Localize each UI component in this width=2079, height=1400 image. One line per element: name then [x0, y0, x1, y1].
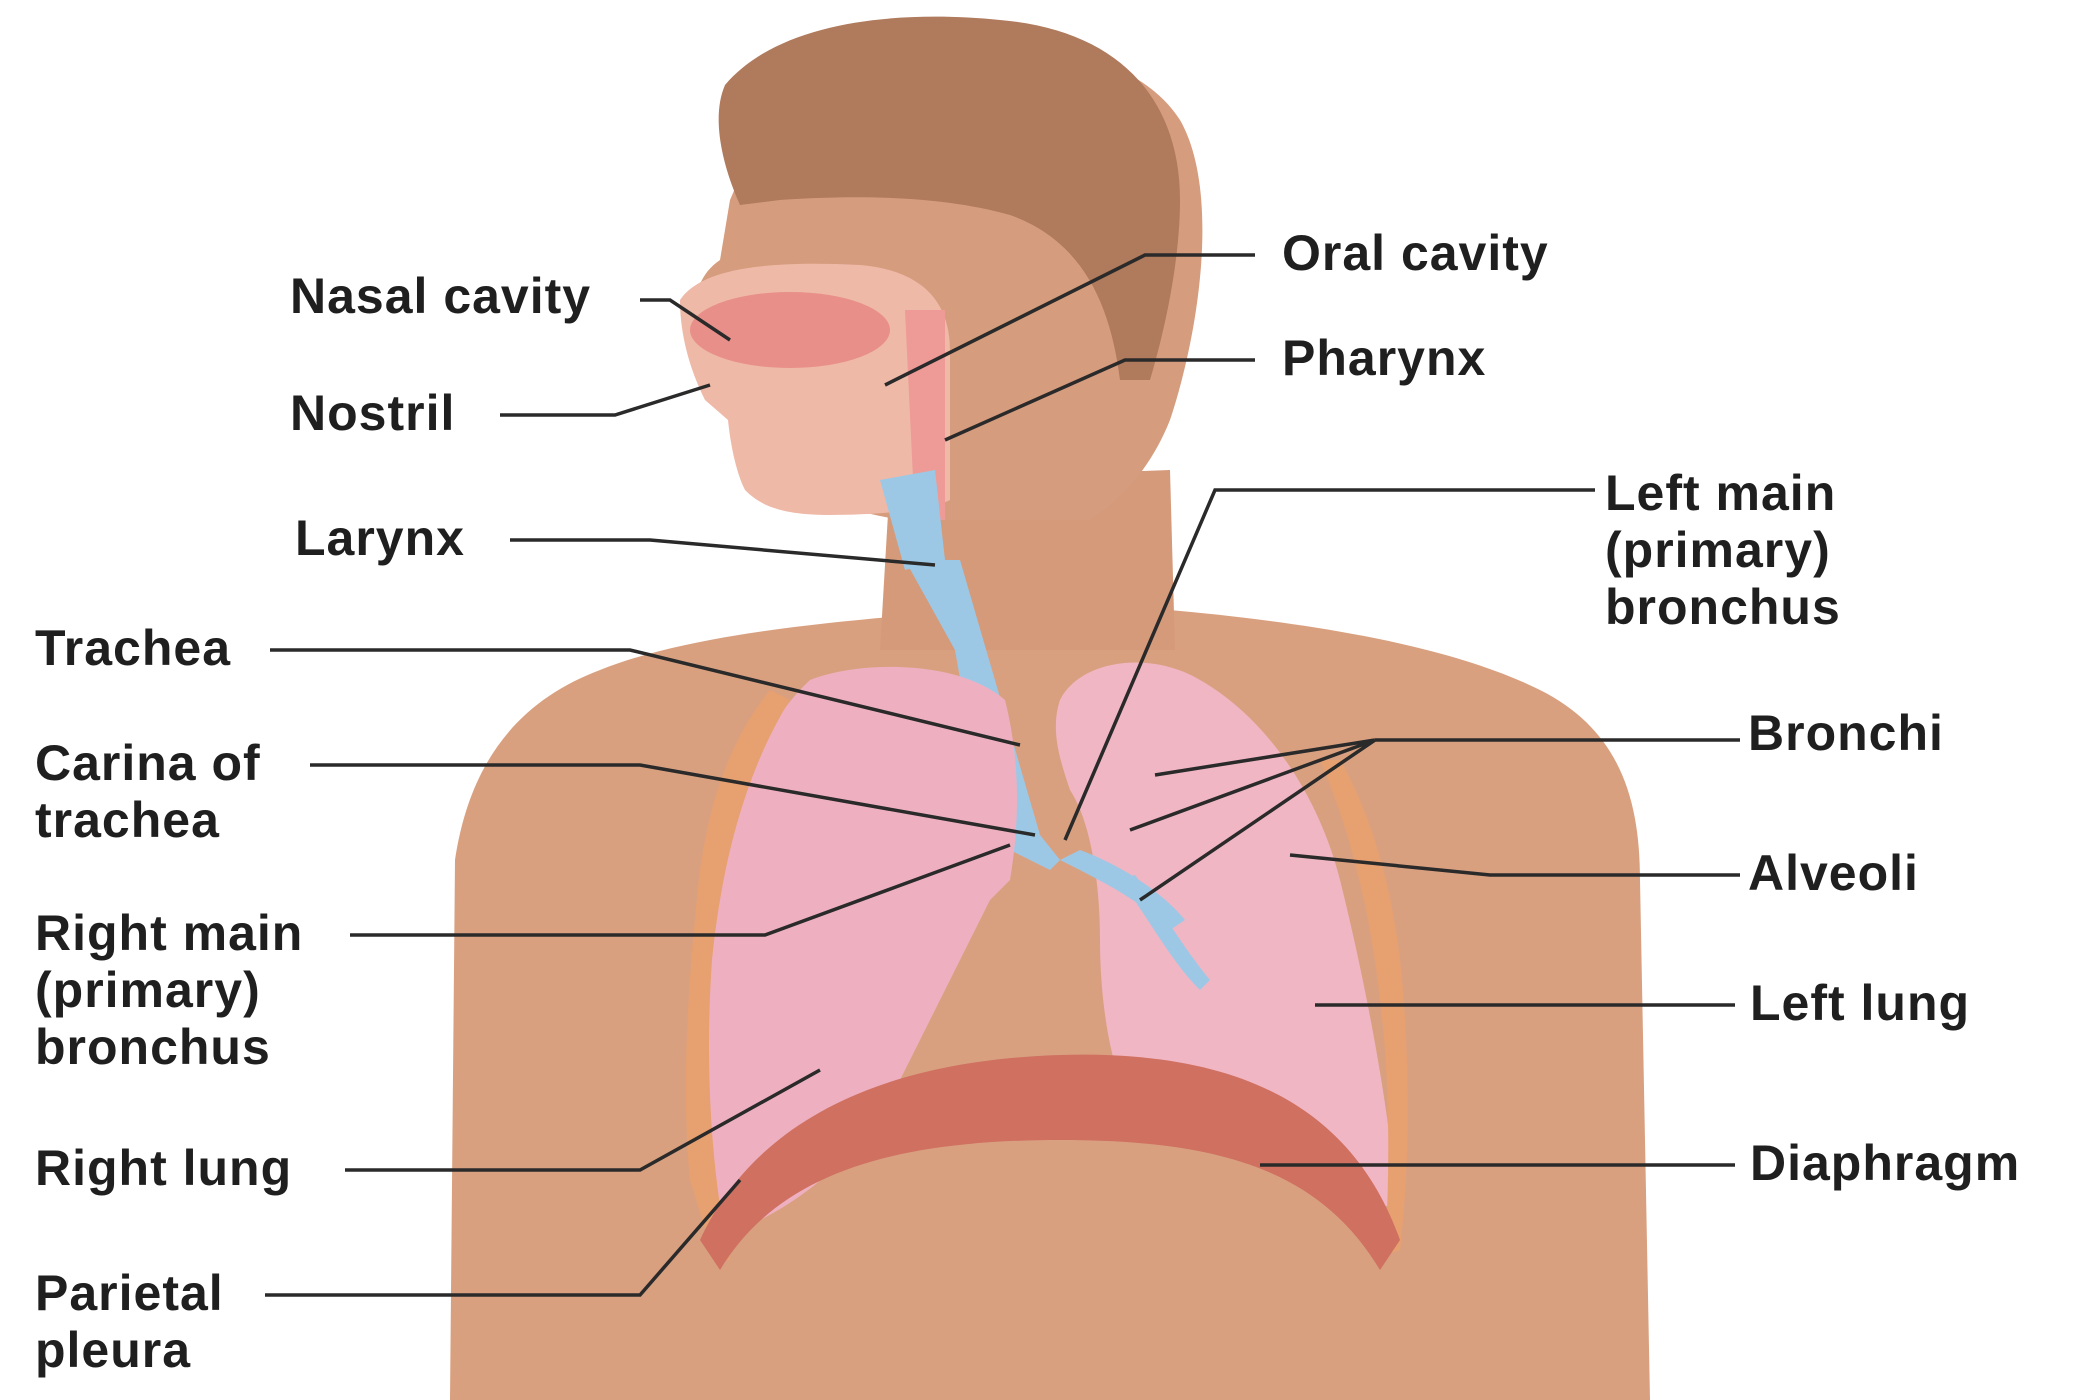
nasal-conchae [690, 292, 890, 368]
label-nasal-cavity: Nasal cavity [290, 268, 592, 324]
label-oral-cavity: Oral cavity [1282, 225, 1549, 281]
leader-left-main-bronchus [1063, 488, 1595, 841]
label-trachea: Trachea [35, 620, 232, 676]
label-right-main-bronchus: Right main (primary) bronchus [35, 905, 304, 1075]
label-right-lung: Right lung [35, 1140, 293, 1196]
leader-pharynx [944, 358, 1255, 442]
leader-nostril [500, 383, 711, 417]
label-pharynx: Pharynx [1282, 330, 1487, 386]
torso [450, 540, 1650, 1400]
leader-bronchi [1129, 738, 1740, 902]
leader-parietal-pleura [265, 1178, 742, 1297]
leader-carina [310, 763, 1036, 837]
label-alveoli: Alveoli [1748, 845, 1919, 901]
bronchi-branches [1060, 850, 1210, 990]
label-left-main-bronchus: Left main (primary) bronchus [1605, 465, 1841, 635]
leader-right-main-bronchus [350, 843, 1011, 937]
leader-nasal-cavity [640, 298, 731, 342]
diaphragm-shape [700, 1054, 1400, 1270]
left-lung-pleura [1320, 760, 1408, 1255]
leader-alveoli [1289, 853, 1740, 877]
label-nostril: Nostril [290, 385, 456, 441]
larynx-shape [880, 470, 945, 570]
leader-trachea [270, 648, 1021, 747]
label-bronchi: Bronchi [1748, 705, 1944, 761]
label-left-lung: Left lung [1750, 975, 1971, 1031]
label-parietal-pleura: Parietal pleura [35, 1265, 224, 1378]
pharynx-tube [905, 310, 945, 520]
label-larynx: Larynx [295, 510, 465, 566]
leader-larynx [510, 538, 936, 567]
hair [718, 16, 1180, 380]
leader-right-lung [345, 1068, 821, 1172]
label-diaphragm: Diaphragm [1750, 1135, 2021, 1191]
label-carina: Carina of trachea [35, 735, 261, 848]
leader-lines [265, 253, 1740, 1297]
right-lung [700, 666, 1017, 1230]
leader-oral-cavity [884, 253, 1255, 387]
right-lung-pleura [685, 690, 790, 1260]
